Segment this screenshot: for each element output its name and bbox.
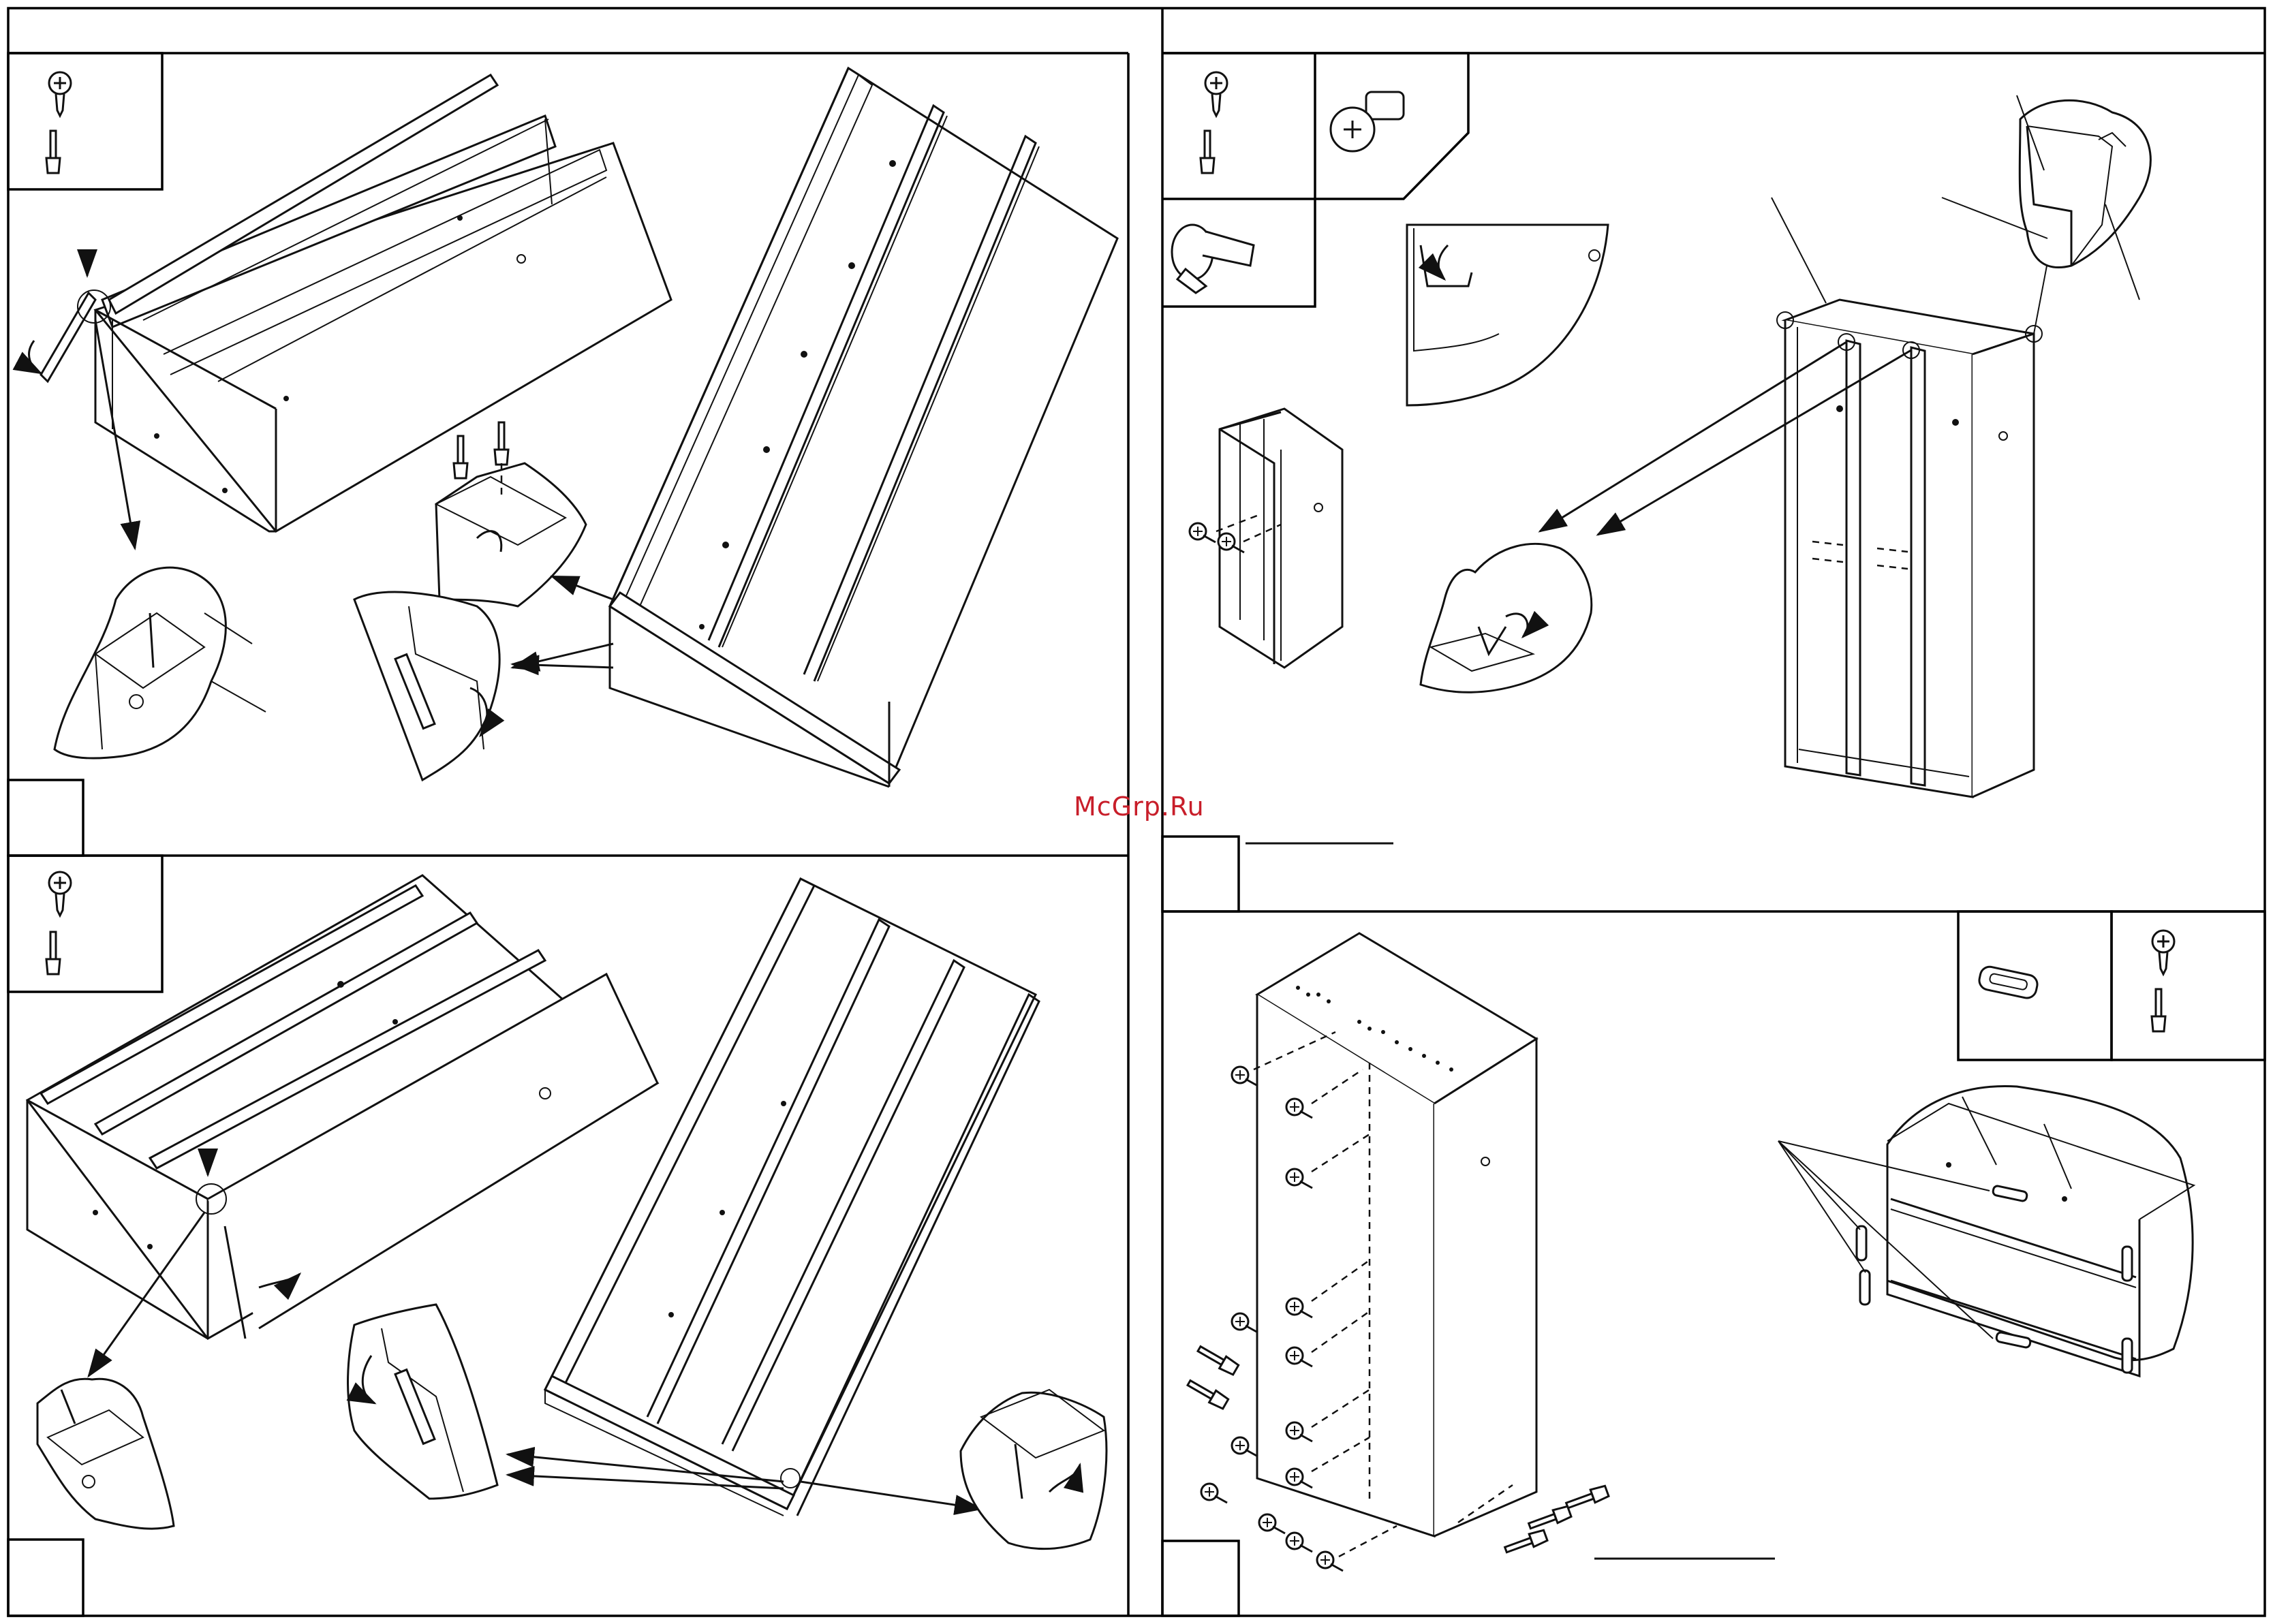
dowel-pin-icon <box>2152 989 2165 1031</box>
step-1-dowel-detail <box>436 422 613 606</box>
step-1-hardware-box <box>8 53 162 189</box>
step-4-panel <box>1162 911 2265 1616</box>
screw-icon <box>49 872 71 916</box>
step-3-side-column <box>1190 409 1342 668</box>
step-1-side-panel <box>41 293 95 381</box>
screw-icon <box>1205 72 1227 116</box>
step-3-panel <box>1162 53 2150 911</box>
dowel-pin-icon <box>46 131 60 173</box>
shelf-clip-icon <box>1977 965 2039 1000</box>
screw-icon <box>49 72 71 116</box>
step-1-cam-detail <box>354 592 613 780</box>
step-3-number-box <box>1162 837 1239 911</box>
step-4-hardware-box <box>1958 911 2265 1060</box>
step-1-cabinet-carcass <box>95 75 671 531</box>
step-2-dowel-detail <box>961 1390 1107 1549</box>
step-4-number-box <box>1162 1541 1239 1616</box>
step-2-cabinet-carcass <box>27 875 658 1339</box>
step-1-number-box <box>8 780 83 856</box>
step-2-frame-assembly <box>545 879 1039 1516</box>
step-2-hardware-box <box>8 856 162 992</box>
cam-lock-icon <box>1172 225 1254 293</box>
step-1-frame-assembly <box>610 68 1117 787</box>
step-1-panel <box>8 53 1117 856</box>
step-2-number-box <box>8 1540 83 1616</box>
screw-icon <box>2152 931 2174 974</box>
step-1-rotate-arrow <box>29 341 41 373</box>
step-2-cam-detail <box>348 1305 497 1499</box>
step-3-cabinet-upright <box>1777 300 2042 797</box>
step-2-corner-detail <box>37 1379 174 1529</box>
dowel-pin-icon <box>46 932 60 974</box>
step-4-shelf-detail <box>1778 1086 2194 1376</box>
step-3-cam-detail <box>1407 225 1608 405</box>
step-2-panel <box>8 856 1107 1616</box>
watermark: McGrp.Ru <box>1074 792 1205 822</box>
step-4-cabinet-back <box>1257 933 1536 1536</box>
dowel-pin-icon <box>1201 131 1214 173</box>
step-3-lock-detail <box>1421 544 1592 692</box>
cam-bolt-icon <box>1331 92 1404 151</box>
step-1-corner-detail <box>55 567 266 758</box>
